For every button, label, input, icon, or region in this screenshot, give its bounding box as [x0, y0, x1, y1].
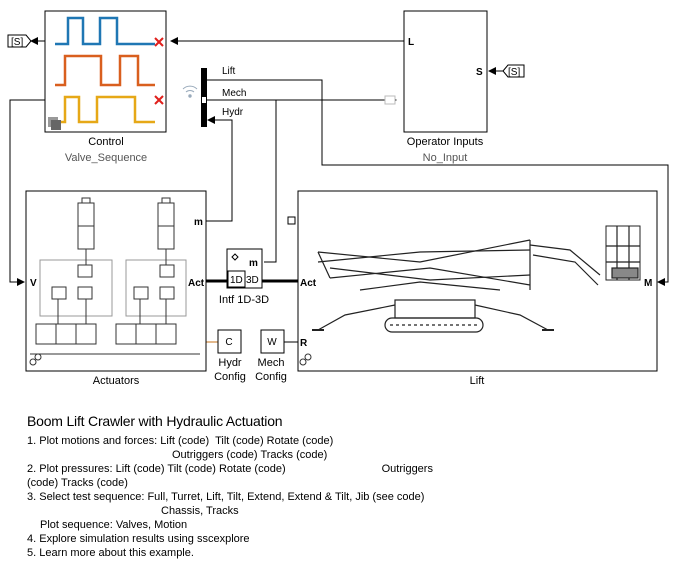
- control-name: Control: [88, 136, 123, 148]
- actuators-port-v: V: [30, 278, 37, 289]
- model-description: Boom Lift Crawler with Hydraulic Actuati…: [27, 414, 667, 560]
- operator-subtitle: No_Input: [423, 152, 468, 164]
- bus-mech-label: Mech: [222, 88, 246, 99]
- bus-lift-label: Lift: [222, 66, 236, 77]
- description-title: Boom Lift Crawler with Hydraulic Actuati…: [27, 414, 667, 428]
- control-subtitle: Valve_Sequence: [65, 152, 147, 164]
- intf-name: Intf 1D-3D: [219, 294, 269, 306]
- desc-line-3c[interactable]: Plot sequence: Valves, Motion: [27, 518, 667, 532]
- desc-line-1b[interactable]: Outriggers (code) Tracks (code): [27, 448, 667, 462]
- intf-1d: 1D: [230, 275, 243, 286]
- control-block[interactable]: Control Valve_Sequence: [45, 11, 166, 164]
- hydr-config-line2: Config: [214, 371, 246, 383]
- bus-hydr-label: Hydr: [222, 107, 244, 118]
- hydr-config-line1: Hydr: [218, 357, 242, 369]
- lift-port-act: Act: [300, 278, 317, 289]
- hydr-config-letter: C: [225, 337, 232, 348]
- desc-line-2c[interactable]: (code) Tracks (code): [27, 476, 667, 490]
- desc-line-2a[interactable]: 2. Plot pressures: Lift (code) Tilt (cod…: [27, 463, 286, 475]
- bus-selector[interactable]: Lift Mech Hydr: [201, 66, 246, 127]
- port-icon: [288, 217, 295, 224]
- hydr-config-block[interactable]: C Hydr Config: [214, 330, 246, 383]
- from-s-block[interactable]: [S]: [503, 65, 524, 78]
- lift-port-r: R: [300, 338, 308, 349]
- intf-1d3d-block[interactable]: m 1D 3D Intf 1D-3D: [219, 249, 269, 306]
- lift-name: Lift: [470, 375, 485, 387]
- wireless-icon: [183, 86, 197, 97]
- goto-s-block[interactable]: [S]: [8, 35, 31, 48]
- goto-s-label: [S]: [11, 37, 23, 48]
- desc-line-1a[interactable]: 1. Plot motions and forces: Lift (code) …: [27, 434, 667, 448]
- lift-block[interactable]: Act M: [298, 191, 657, 387]
- desc-line-3a[interactable]: 3. Select test sequence: Full, Turret, L…: [27, 490, 667, 504]
- operator-name: Operator Inputs: [407, 136, 484, 148]
- simulink-diagram: [S] Control Valve_Sequence Lift Mech Hyd…: [0, 0, 691, 400]
- intf-3d: 3D: [246, 275, 259, 286]
- intf-port-m: m: [249, 258, 258, 269]
- actuators-port-m: m: [194, 217, 203, 228]
- mech-config-line1: Mech: [258, 357, 285, 369]
- operator-input-icon: [385, 96, 395, 104]
- desc-line-4[interactable]: 4. Explore simulation results using ssce…: [27, 532, 667, 546]
- desc-line-2b[interactable]: Outriggers: [382, 463, 433, 475]
- desc-line-3b[interactable]: Chassis, Tracks: [27, 504, 667, 518]
- desc-line-2[interactable]: 2. Plot pressures: Lift (code) Tilt (cod…: [27, 462, 667, 476]
- mech-config-line2: Config: [255, 371, 287, 383]
- operator-port-s: S: [476, 67, 483, 78]
- actuators-block[interactable]: V m Act Actuators: [26, 191, 206, 387]
- mech-config-letter: W: [267, 337, 277, 348]
- actuators-name: Actuators: [93, 375, 140, 387]
- actuators-port-act: Act: [188, 278, 205, 289]
- operator-inputs-block[interactable]: L S Operator Inputs No_Input: [385, 11, 487, 164]
- desc-line-5[interactable]: 5. Learn more about this example.: [27, 546, 667, 560]
- from-s-label: [S]: [508, 67, 520, 78]
- operator-port-l: L: [408, 37, 414, 48]
- lift-port-m: M: [644, 278, 652, 289]
